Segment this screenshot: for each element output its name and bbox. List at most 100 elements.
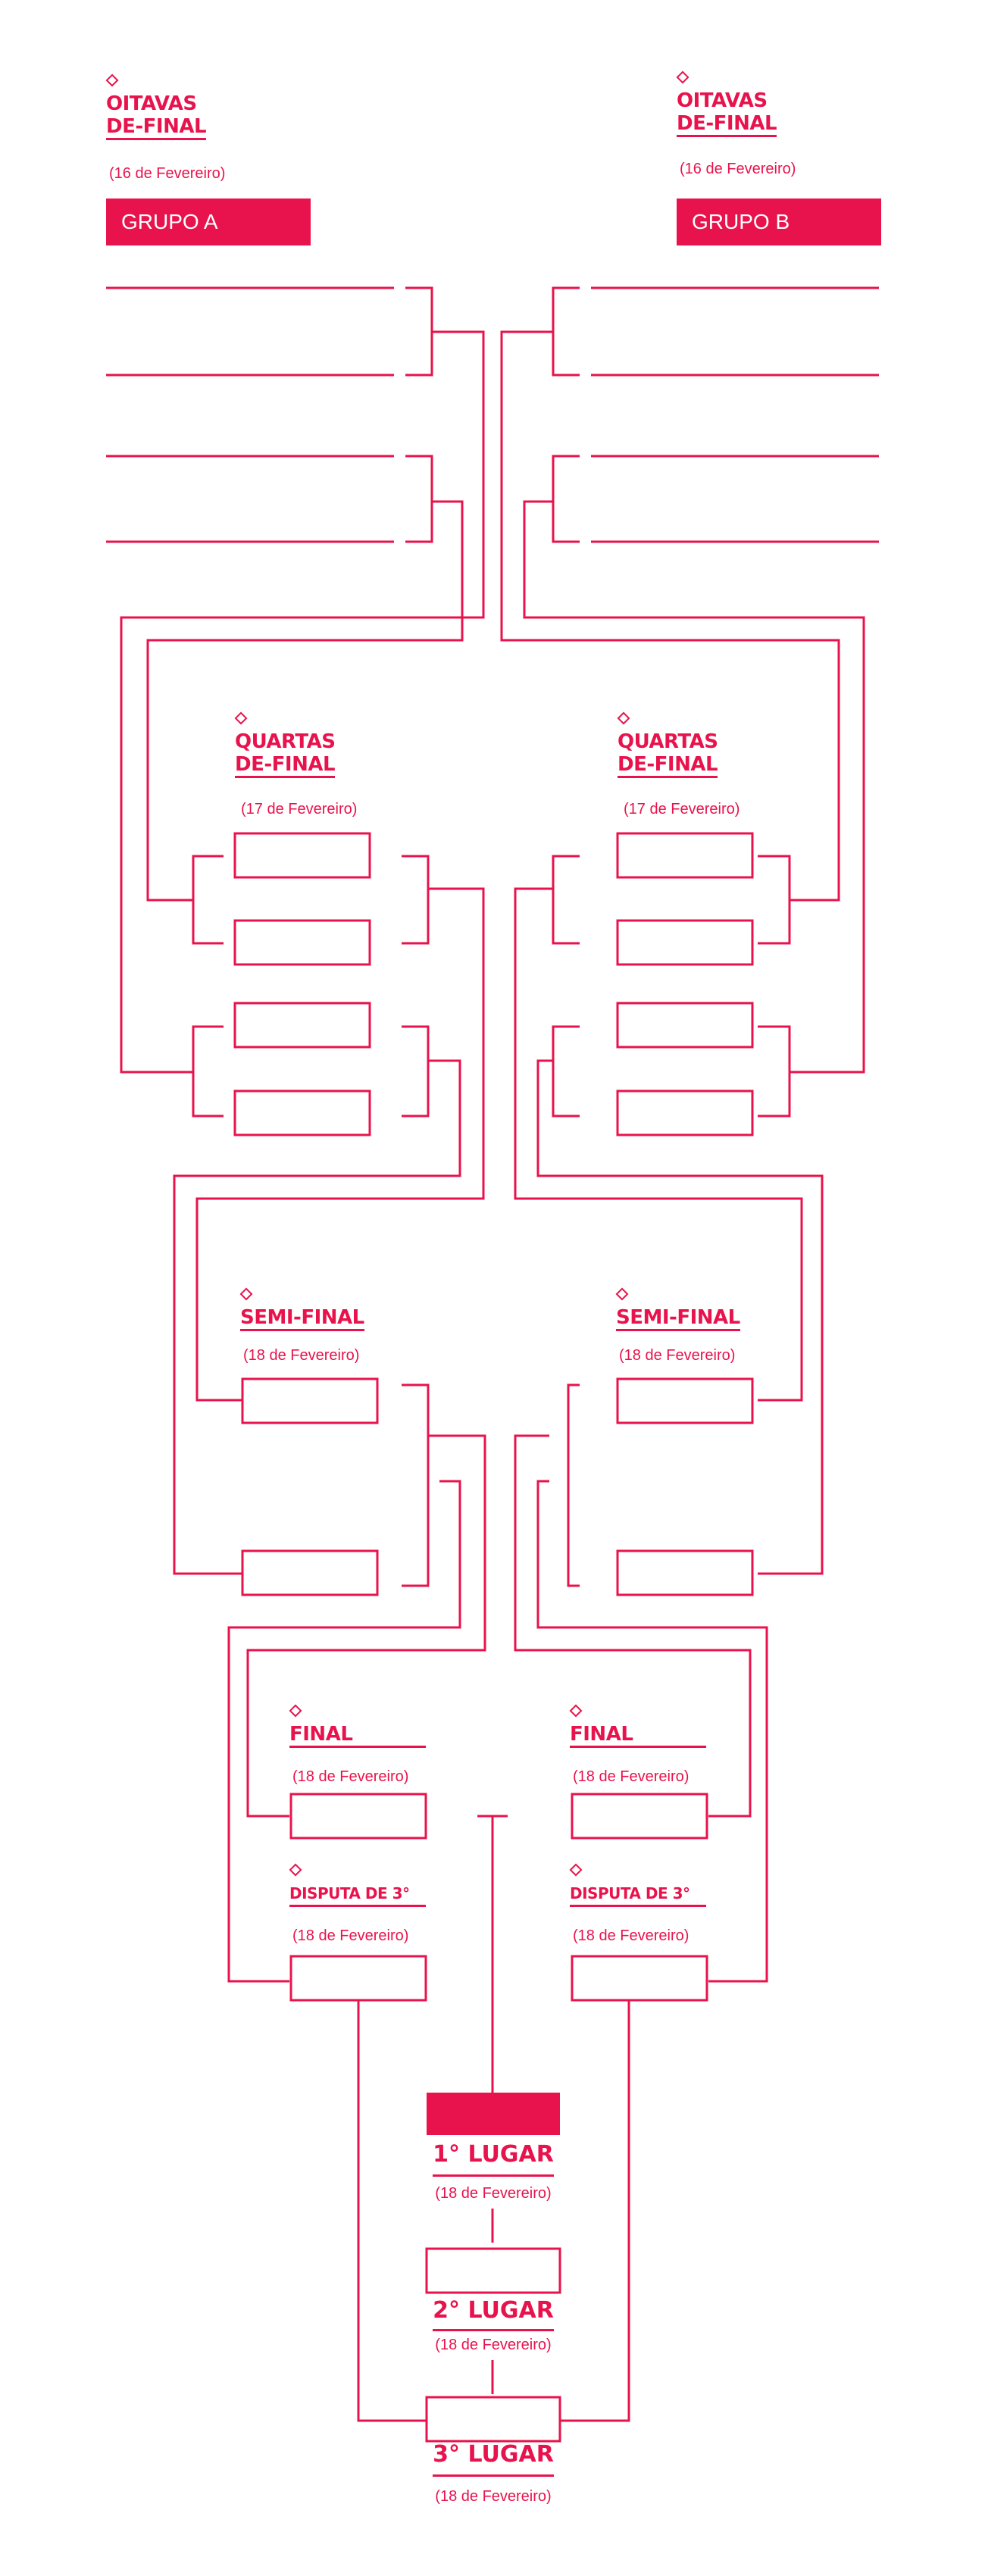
diamond-icon bbox=[617, 711, 630, 725]
final-left-slot[interactable] bbox=[289, 1793, 427, 1840]
sf-right-out bbox=[567, 1383, 580, 1587]
r16-left-feed-1 bbox=[120, 330, 485, 1074]
sf-left-out bbox=[402, 1383, 430, 1587]
section-title: SEMI-FINAL bbox=[240, 1306, 364, 1331]
semifinal-right-header: SEMI-FINAL (18 de Fevereiro) bbox=[615, 1287, 805, 1373]
sf-right-feed-1 bbox=[514, 1434, 752, 1818]
round-of-16-right-header: OITAVAS DE-FINAL (16 de Fevereiro) bbox=[676, 70, 904, 186]
section-title: DISPUTA DE 3° bbox=[570, 1882, 706, 1907]
qf-left-slot-2[interactable] bbox=[233, 919, 371, 966]
sf-right-feed-2 bbox=[536, 1480, 768, 1983]
qf-right-in-2 bbox=[758, 1025, 791, 1118]
sf-left-feed-2 bbox=[227, 1480, 461, 1983]
final-right-slot[interactable] bbox=[571, 1793, 708, 1840]
third-match-left-slot[interactable] bbox=[289, 1955, 427, 2002]
qf-right-out-1 bbox=[552, 855, 580, 945]
qf-right-out-2 bbox=[552, 1025, 580, 1118]
quarterfinals-left-header: QUARTAS DE-FINAL (17 de Fevereiro) bbox=[234, 711, 424, 827]
final-right-header: FINAL (18 de Fevereiro) bbox=[569, 1704, 736, 1790]
round-date: (18 de Fevereiro) bbox=[292, 1927, 409, 1944]
quarterfinals-right-header: QUARTAS DE-FINAL (17 de Fevereiro) bbox=[617, 711, 807, 827]
second-place-title: 2° LUGAR bbox=[433, 2297, 554, 2324]
round-date: (17 de Fevereiro) bbox=[241, 801, 358, 818]
round-date: (18 de Fevereiro) bbox=[573, 1927, 690, 1944]
section-title: QUARTAS DE-FINAL bbox=[235, 730, 336, 778]
r16-left-bracket-1 bbox=[405, 286, 433, 377]
third-place-right-header: DISPUTA DE 3° (18 de Fevereiro) bbox=[569, 1863, 736, 1949]
first-place-title: 1° LUGAR bbox=[433, 2141, 554, 2168]
section-title: DISPUTA DE 3° bbox=[289, 1882, 426, 1907]
round-date: (18 de Fevereiro) bbox=[619, 1347, 736, 1364]
round-date: (18 de Fevereiro) bbox=[573, 1768, 690, 1785]
r16-right-feed-2 bbox=[523, 500, 865, 1074]
qf-left-feed-1 bbox=[195, 887, 485, 1402]
qf-right-feed-2 bbox=[536, 1059, 824, 1575]
third-place-title: 3° LUGAR bbox=[433, 2441, 554, 2468]
section-title: SEMI-FINAL bbox=[616, 1306, 740, 1331]
sf-left-slot-2[interactable] bbox=[241, 1549, 379, 1596]
first-place-date: (18 de Fevereiro) bbox=[435, 2185, 552, 2202]
diamond-icon bbox=[569, 1863, 583, 1877]
qf-left-out-1 bbox=[402, 855, 430, 945]
sf-left-slot-1[interactable] bbox=[241, 1377, 379, 1424]
third-place-date: (18 de Fevereiro) bbox=[435, 2488, 552, 2505]
qf-left-out-2 bbox=[402, 1025, 430, 1118]
qf-left-slot-4[interactable] bbox=[233, 1089, 371, 1136]
third-match-right-slot[interactable] bbox=[571, 1955, 708, 2002]
r16-right-bracket-2 bbox=[552, 455, 580, 543]
diamond-icon bbox=[676, 70, 690, 84]
round-date: (17 de Fevereiro) bbox=[624, 801, 740, 818]
section-title: FINAL bbox=[570, 1723, 706, 1748]
diamond-icon bbox=[289, 1704, 302, 1718]
group-a-label: GRUPO A bbox=[106, 199, 311, 245]
diamond-icon bbox=[105, 73, 119, 87]
qf-left-in-1 bbox=[192, 855, 224, 945]
r16-right-bracket-1 bbox=[552, 286, 580, 377]
second-place-slot[interactable] bbox=[425, 2247, 561, 2294]
diamond-icon bbox=[615, 1287, 629, 1301]
final-left-header: FINAL (18 de Fevereiro) bbox=[289, 1704, 456, 1790]
sf-right-slot-1[interactable] bbox=[616, 1377, 754, 1424]
qf-right-slot-3[interactable] bbox=[616, 1002, 754, 1049]
third-left-down bbox=[357, 2000, 427, 2422]
group-b-label: GRUPO B bbox=[677, 199, 881, 245]
third-place-underline bbox=[433, 2474, 554, 2477]
second-place-underline bbox=[433, 2329, 554, 2331]
second-place-date: (18 de Fevereiro) bbox=[435, 2337, 552, 2353]
semifinal-left-header: SEMI-FINAL (18 de Fevereiro) bbox=[239, 1287, 430, 1373]
qf-right-slot-1[interactable] bbox=[616, 832, 754, 879]
section-title: FINAL bbox=[289, 1723, 426, 1748]
sf-right-slot-2[interactable] bbox=[616, 1549, 754, 1596]
section-title: OITAVAS DE-FINAL bbox=[106, 92, 207, 140]
diamond-icon bbox=[234, 711, 248, 725]
qf-left-slot-3[interactable] bbox=[233, 1002, 371, 1049]
third-place-slot[interactable] bbox=[425, 2396, 561, 2443]
qf-right-in-1 bbox=[758, 855, 791, 945]
round-date: (18 de Fevereiro) bbox=[292, 1768, 409, 1785]
qf-left-feed-2 bbox=[173, 1059, 461, 1575]
first-place-bar bbox=[427, 2093, 560, 2135]
diamond-icon bbox=[239, 1287, 253, 1301]
round-of-16-left-header: OITAVAS DE-FINAL (16 de Fevereiro) bbox=[105, 73, 333, 189]
round-date: (16 de Fevereiro) bbox=[109, 165, 226, 182]
diamond-icon bbox=[289, 1863, 302, 1877]
third-place-left-header: DISPUTA DE 3° (18 de Fevereiro) bbox=[289, 1863, 456, 1949]
qf-right-slot-2[interactable] bbox=[616, 919, 754, 966]
section-title: QUARTAS DE-FINAL bbox=[618, 730, 718, 778]
r16-left-bracket-2 bbox=[405, 455, 433, 543]
qf-left-slot-1[interactable] bbox=[233, 832, 371, 879]
qf-right-slot-4[interactable] bbox=[616, 1089, 754, 1136]
r16-left-feed-2 bbox=[146, 500, 464, 902]
r16-right-feed-1 bbox=[500, 330, 840, 902]
section-title: OITAVAS DE-FINAL bbox=[677, 89, 777, 137]
diamond-icon bbox=[569, 1704, 583, 1718]
qf-right-feed-1 bbox=[514, 887, 803, 1402]
round-date: (16 de Fevereiro) bbox=[680, 161, 796, 177]
third-right-down bbox=[560, 2000, 630, 2422]
sf-left-feed-1 bbox=[246, 1434, 486, 1818]
first-place-underline bbox=[433, 2174, 554, 2177]
qf-left-in-2 bbox=[192, 1025, 224, 1118]
round-date: (18 de Fevereiro) bbox=[243, 1347, 360, 1364]
